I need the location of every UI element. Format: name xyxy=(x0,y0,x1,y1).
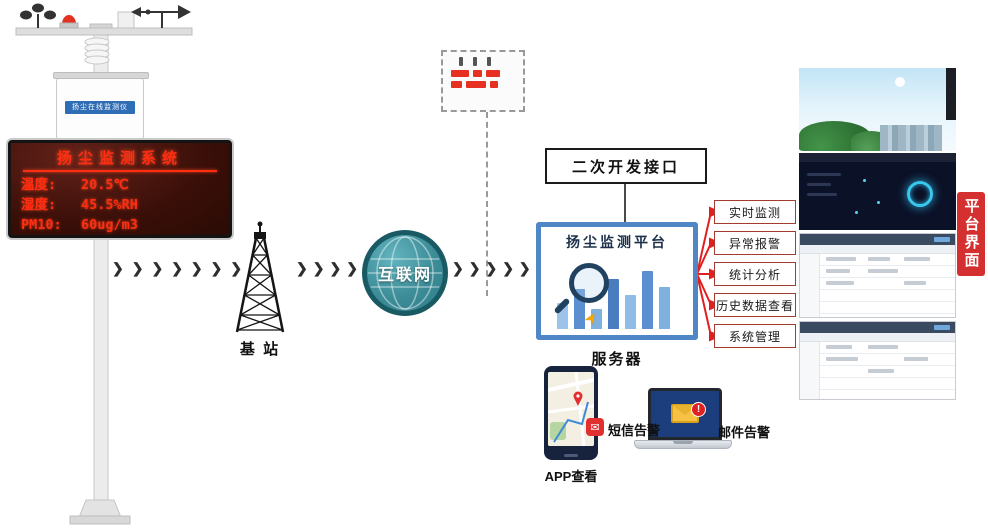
sensor-dashed-connector xyxy=(486,112,488,296)
base-station-tower-icon xyxy=(235,221,285,333)
dashboard-line xyxy=(807,183,831,186)
led-row-value: 20.5℃ xyxy=(81,177,129,193)
city-skyline-graphic xyxy=(880,125,942,151)
table-sidebar xyxy=(800,342,820,399)
table-topbar xyxy=(800,234,955,245)
led-title: 扬尘监测系统 xyxy=(56,150,183,167)
led-divider xyxy=(23,170,217,172)
led-row-value: 45.5%RH xyxy=(81,197,138,213)
phone-graphic xyxy=(544,366,598,460)
table-sidebar xyxy=(800,254,820,317)
logo-dot xyxy=(895,77,905,87)
table-rows xyxy=(820,342,955,399)
base-station-label: 基 站 xyxy=(239,341,281,358)
led-display: 扬尘监测系统 温度: 20.5℃ 湿度: 45.5%RH PM10: 60ug/… xyxy=(8,140,232,238)
laptop-notch xyxy=(673,441,693,444)
led-row: PM10: 60ug/m3 xyxy=(21,215,219,235)
feature-box-analysis: 统计分析 xyxy=(714,262,796,286)
table-rows xyxy=(820,254,955,317)
bar-chart-graphic xyxy=(557,265,681,329)
sensor-device-photo xyxy=(441,50,525,112)
led-row: 湿度: 45.5%RH xyxy=(21,195,219,215)
laptop-graphic: ! xyxy=(648,388,722,440)
sensor-heads xyxy=(459,57,515,66)
signal-chevrons: ❯❯❯❯ xyxy=(296,260,363,276)
led-row-value: 60ug/m3 xyxy=(81,217,138,233)
led-row-label: PM10: xyxy=(21,217,62,233)
internet-globe-icon: 互联网 xyxy=(362,230,448,316)
map-dot xyxy=(855,211,858,214)
alert-badge-icon: ! xyxy=(691,402,706,417)
table-navbar xyxy=(800,333,955,342)
led-row-label: 湿度: xyxy=(21,197,57,213)
table-navbar xyxy=(800,245,955,254)
dashboard-line xyxy=(807,173,841,176)
dark-strip xyxy=(946,68,956,120)
feature-box-realtime: 实时监测 xyxy=(714,200,796,224)
map-dot xyxy=(863,179,866,182)
screenshot-dark-dashboard xyxy=(799,153,956,230)
email-alert-label: 邮件告警 xyxy=(718,425,771,440)
cabinet-cap xyxy=(53,72,149,79)
envelope-icon: ! xyxy=(671,402,706,423)
signal-chevrons: ❯❯❯❯❯❯ xyxy=(452,260,553,276)
api-connector-line xyxy=(624,184,626,222)
phone-home-bar xyxy=(564,454,578,457)
sms-alert-label: 短信告警 xyxy=(608,423,661,438)
globe-grid xyxy=(368,236,442,310)
screenshot-sky-dashboard xyxy=(799,68,956,151)
screenshot-admin-table-2 xyxy=(799,321,956,400)
api-box: 二次开发接口 xyxy=(545,148,707,184)
signal-chevrons: ❯❯❯❯❯❯❯ xyxy=(112,260,251,276)
magnifier-icon xyxy=(569,263,609,303)
station-cabinet: 扬尘在线监测仪 xyxy=(53,72,149,140)
map-dot xyxy=(877,201,880,204)
table-topbar xyxy=(800,322,955,333)
dashboard-line xyxy=(807,193,837,196)
dashboard-header xyxy=(799,153,956,162)
internet-label: 互联网 xyxy=(377,267,432,284)
app-view-label: APP查看 xyxy=(544,469,598,484)
platform-title: 扬尘监测平台 xyxy=(566,234,668,250)
led-row: 温度: 20.5℃ xyxy=(21,175,219,195)
feature-box-system: 系统管理 xyxy=(714,324,796,348)
feature-box-history: 历史数据查看 xyxy=(714,293,796,317)
led-row-label: 温度: xyxy=(21,177,57,193)
sensor-led-readout xyxy=(451,70,515,77)
laptop-base xyxy=(634,440,732,449)
server-box: 扬尘监测平台 ➤ xyxy=(536,222,698,340)
feature-box-alarm: 异常报警 xyxy=(714,231,796,255)
platform-ui-tag: 平台界面 xyxy=(957,192,985,276)
sensor-led-readout xyxy=(451,81,515,88)
screenshot-admin-table-1 xyxy=(799,233,956,318)
sms-bubble-icon: ✉ xyxy=(586,418,604,436)
cabinet-label: 扬尘在线监测仪 xyxy=(65,101,135,114)
server-label: 服务器 xyxy=(591,351,643,368)
glow-ring-graphic xyxy=(907,181,933,207)
